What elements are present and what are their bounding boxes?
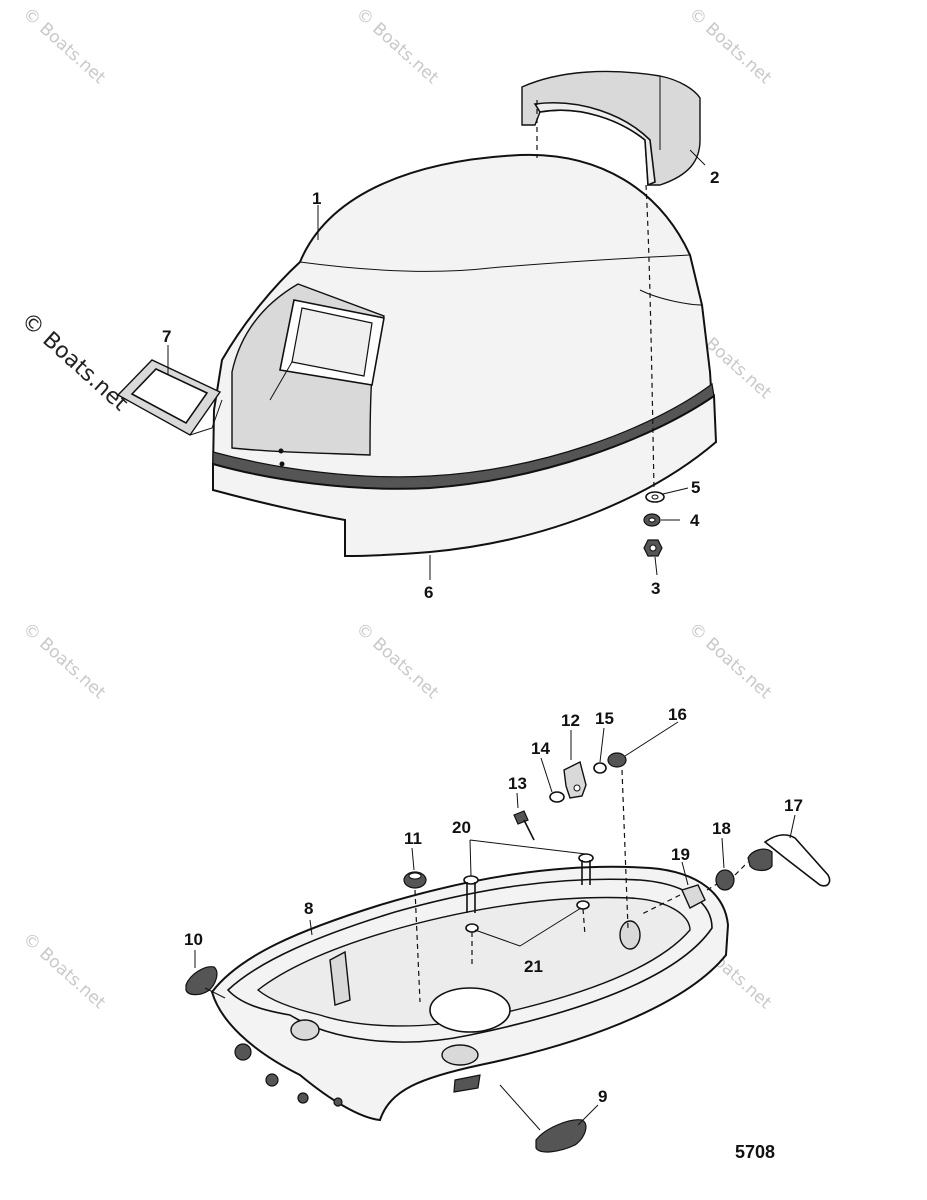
callout-18: 18 [712, 819, 731, 838]
latch-plate-12 [563, 760, 587, 799]
intake-gasket [116, 359, 223, 436]
callout-19: 19 [671, 845, 690, 864]
cowl-lower-skirt [212, 394, 718, 558]
washer-21b [576, 900, 590, 910]
callout-10: 10 [184, 930, 203, 949]
top-cap [521, 70, 701, 187]
watermark: © Boats.net [352, 4, 443, 88]
drain-plug-9 [535, 1119, 587, 1153]
nut-16 [607, 752, 627, 768]
callout-15: 15 [595, 709, 614, 728]
leader-lines [167, 149, 796, 1131]
callout-20: 20 [452, 818, 471, 837]
latch-handle-17 [747, 833, 831, 887]
watermark: © Boats.net [19, 4, 110, 88]
bottom-pan [210, 865, 730, 1122]
watermark: © Boats.net [352, 619, 443, 703]
watermark: © Boats.net [685, 619, 776, 703]
washer-14 [549, 791, 565, 803]
callout-21: 21 [524, 957, 543, 976]
callout-2: 2 [710, 168, 719, 187]
callout-11: 11 [404, 829, 422, 848]
watermark: © Boats.net [19, 619, 110, 703]
callout-16: 16 [668, 705, 687, 724]
watermark: © Boats.net [19, 929, 110, 1013]
callout-1: 1 [312, 189, 321, 208]
grommet-10 [185, 966, 218, 996]
callout-5: 5 [691, 478, 700, 497]
top-cowl [211, 153, 715, 498]
callout-9: 9 [598, 1087, 607, 1106]
callout-3: 3 [651, 579, 660, 598]
bushing-19 [681, 884, 706, 909]
callout-12: 12 [561, 711, 580, 730]
washer-18 [715, 869, 735, 891]
figure-number: 5708 [735, 1142, 775, 1162]
watermark: © Boats.net [16, 308, 133, 417]
washer-15 [593, 762, 607, 774]
watermark: © Boats.net [685, 4, 776, 88]
callout-14: 14 [531, 739, 550, 758]
callout-6: 6 [424, 583, 433, 602]
grommet-11 [403, 871, 427, 889]
hardware-group-top [643, 491, 665, 557]
callout-13: 13 [508, 774, 527, 793]
callout-4: 4 [690, 511, 700, 530]
callout-17: 17 [784, 796, 803, 815]
callout-8: 8 [304, 899, 313, 918]
callout-7: 7 [162, 327, 171, 346]
screw-13 [513, 810, 535, 841]
